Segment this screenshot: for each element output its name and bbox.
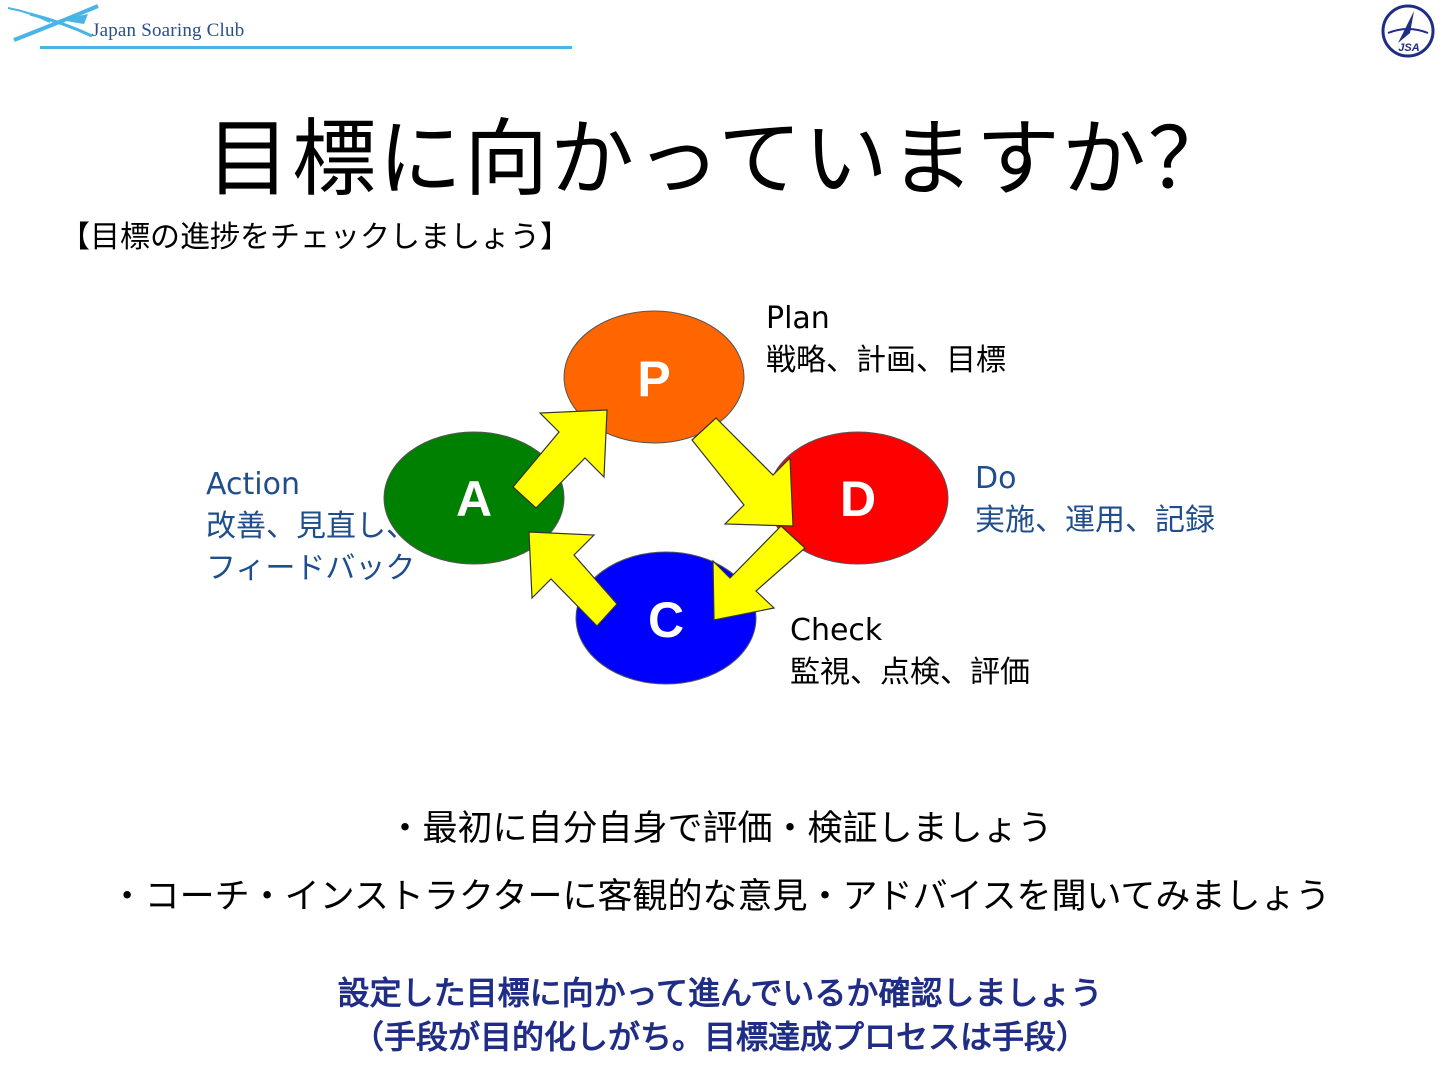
do-desc: 実施、運用、記録 — [975, 503, 1215, 538]
check-desc: 監視、点検、評価 — [790, 655, 1030, 690]
action-desc-2: フィードバック — [206, 551, 416, 586]
plan-desc: 戦略、計画、目標 — [766, 343, 1006, 378]
check-node — [575, 551, 757, 685]
action-desc-1: 改善、見直し、 — [206, 509, 416, 544]
plan-label: Plan 戦略、計画、目標 — [766, 298, 1006, 382]
plan-name: Plan — [766, 301, 830, 336]
plan-node — [563, 310, 745, 444]
club-name: Japan Soaring Club — [92, 20, 245, 41]
plan-letter: P — [637, 351, 670, 407]
action-name: Action — [206, 467, 300, 502]
arrow-check-to-action — [528, 531, 618, 627]
page-title: 目標に向かっていますか？ — [206, 110, 1234, 208]
do-letter: D — [840, 471, 876, 527]
conclusion-line-1: 設定した目標に向かって進んでいるか確認しましょう — [337, 974, 1103, 1012]
action-letter: A — [456, 471, 492, 527]
action-node — [383, 431, 565, 565]
subtitle: 【目標の進捗をチェックしましょう】 — [60, 220, 570, 255]
do-name: Do — [975, 461, 1017, 496]
badge-text: JSA — [1398, 42, 1419, 54]
header-divider — [40, 46, 572, 49]
bullet-ask-coach: ・コーチ・インストラクターに客観的な意見・アドバイスを聞いてみましょう — [109, 877, 1331, 917]
conclusion-line-2: （手段が目的化しがち。目標達成プロセスは手段） — [351, 1018, 1088, 1056]
arrow-do-to-check — [712, 525, 806, 621]
do-label: Do 実施、運用、記録 — [975, 458, 1215, 542]
glider-icon — [7, 4, 99, 42]
arrow-action-to-plan — [512, 409, 608, 509]
check-label: Check 監視、点検、評価 — [790, 610, 1030, 694]
check-name: Check — [790, 613, 883, 648]
check-letter: C — [648, 592, 684, 648]
action-label: Action 改善、見直し、 フィードバック — [206, 464, 416, 590]
bullet-self-evaluate: ・最初に自分自身で評価・検証しましょう — [387, 809, 1053, 849]
jsa-emblem-icon: JSA — [1381, 4, 1435, 58]
arrow-plan-to-do — [691, 417, 794, 527]
